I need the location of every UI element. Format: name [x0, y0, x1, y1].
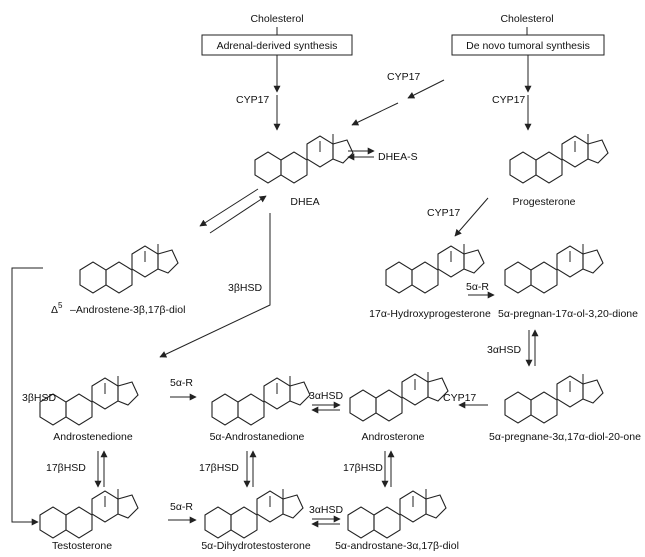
progesterone-label: Progesterone: [512, 196, 575, 208]
cholesterol-left-label: Cholesterol: [250, 13, 303, 25]
testosterone-structure: [39, 488, 139, 539]
androstanedione-structure: [211, 375, 311, 426]
enzyme-17bhsd-label: 17βHSD: [46, 462, 86, 474]
enzyme-cyp17-label: CYP17: [427, 207, 460, 219]
progesterone-structure: [509, 133, 609, 184]
testosterone-label: Testosterone: [52, 540, 112, 552]
androsterone-structure: [349, 371, 449, 422]
pregnan-dione-structure: [504, 243, 604, 294]
androstanedione-label: 5α-Androstanedione: [210, 431, 305, 443]
dht-structure: [204, 488, 304, 539]
enzyme-3ahsd-label: 3αHSD: [487, 344, 521, 356]
enzyme-5ar-label: 5α-R: [170, 377, 193, 389]
enzyme-5ar-label: 5α-R: [170, 501, 193, 513]
pregnan-dione-label: 5α-pregnan-17α-ol-3,20-dione: [498, 308, 638, 320]
androstanediol-structure: [347, 488, 447, 539]
androstenediol-structure: [79, 243, 179, 294]
hydroxyprogesterone-label: 17α-Hydroxyprogesterone: [369, 308, 491, 320]
enzyme-3ahsd-label: 3αHSD: [309, 390, 343, 402]
enzyme-cyp17-label: CYP17: [443, 392, 476, 404]
enzyme-cyp17-label: CYP17: [236, 94, 269, 106]
androstanediol-label: 5α-androstane-3α,17β-diol: [335, 540, 459, 552]
dhea-structure: [254, 133, 354, 184]
enzyme-3bhsd-label: 3βHSD: [228, 282, 262, 294]
cholesterol-right-label: Cholesterol: [500, 13, 553, 25]
enzyme-cyp17-label: CYP17: [492, 94, 525, 106]
androstenedione-label: Androstenedione: [53, 431, 133, 443]
pregnane-diol-label: 5α-pregnane-3α,17α-diol-20-one: [489, 431, 641, 443]
dht-label: 5α-Dihydrotestosterone: [201, 540, 311, 552]
androstenediol-delta: Δ5: [51, 301, 63, 316]
enzyme-5ar-label: 5α-R: [466, 281, 489, 293]
enzyme-17bhsd-label: 17βHSD: [343, 462, 383, 474]
androstenediol-label: –Androstene-3β,17β-diol: [70, 304, 185, 316]
enzyme-3ahsd-label: 3αHSD: [309, 504, 343, 516]
adrenal-synthesis-label: Adrenal-derived synthesis: [217, 40, 338, 52]
enzyme-cyp17-label: CYP17: [387, 71, 420, 83]
tumoral-synthesis-label: De novo tumoral synthesis: [466, 40, 590, 52]
enzyme-3bhsd-label: 3βHSD: [22, 392, 56, 404]
pregnane-diol-structure: [504, 373, 604, 424]
dheas-label: DHEA-S: [378, 151, 418, 163]
androsterone-label: Androsterone: [361, 431, 424, 443]
enzyme-17bhsd-label: 17βHSD: [199, 462, 239, 474]
dhea-label: DHEA: [290, 196, 319, 208]
